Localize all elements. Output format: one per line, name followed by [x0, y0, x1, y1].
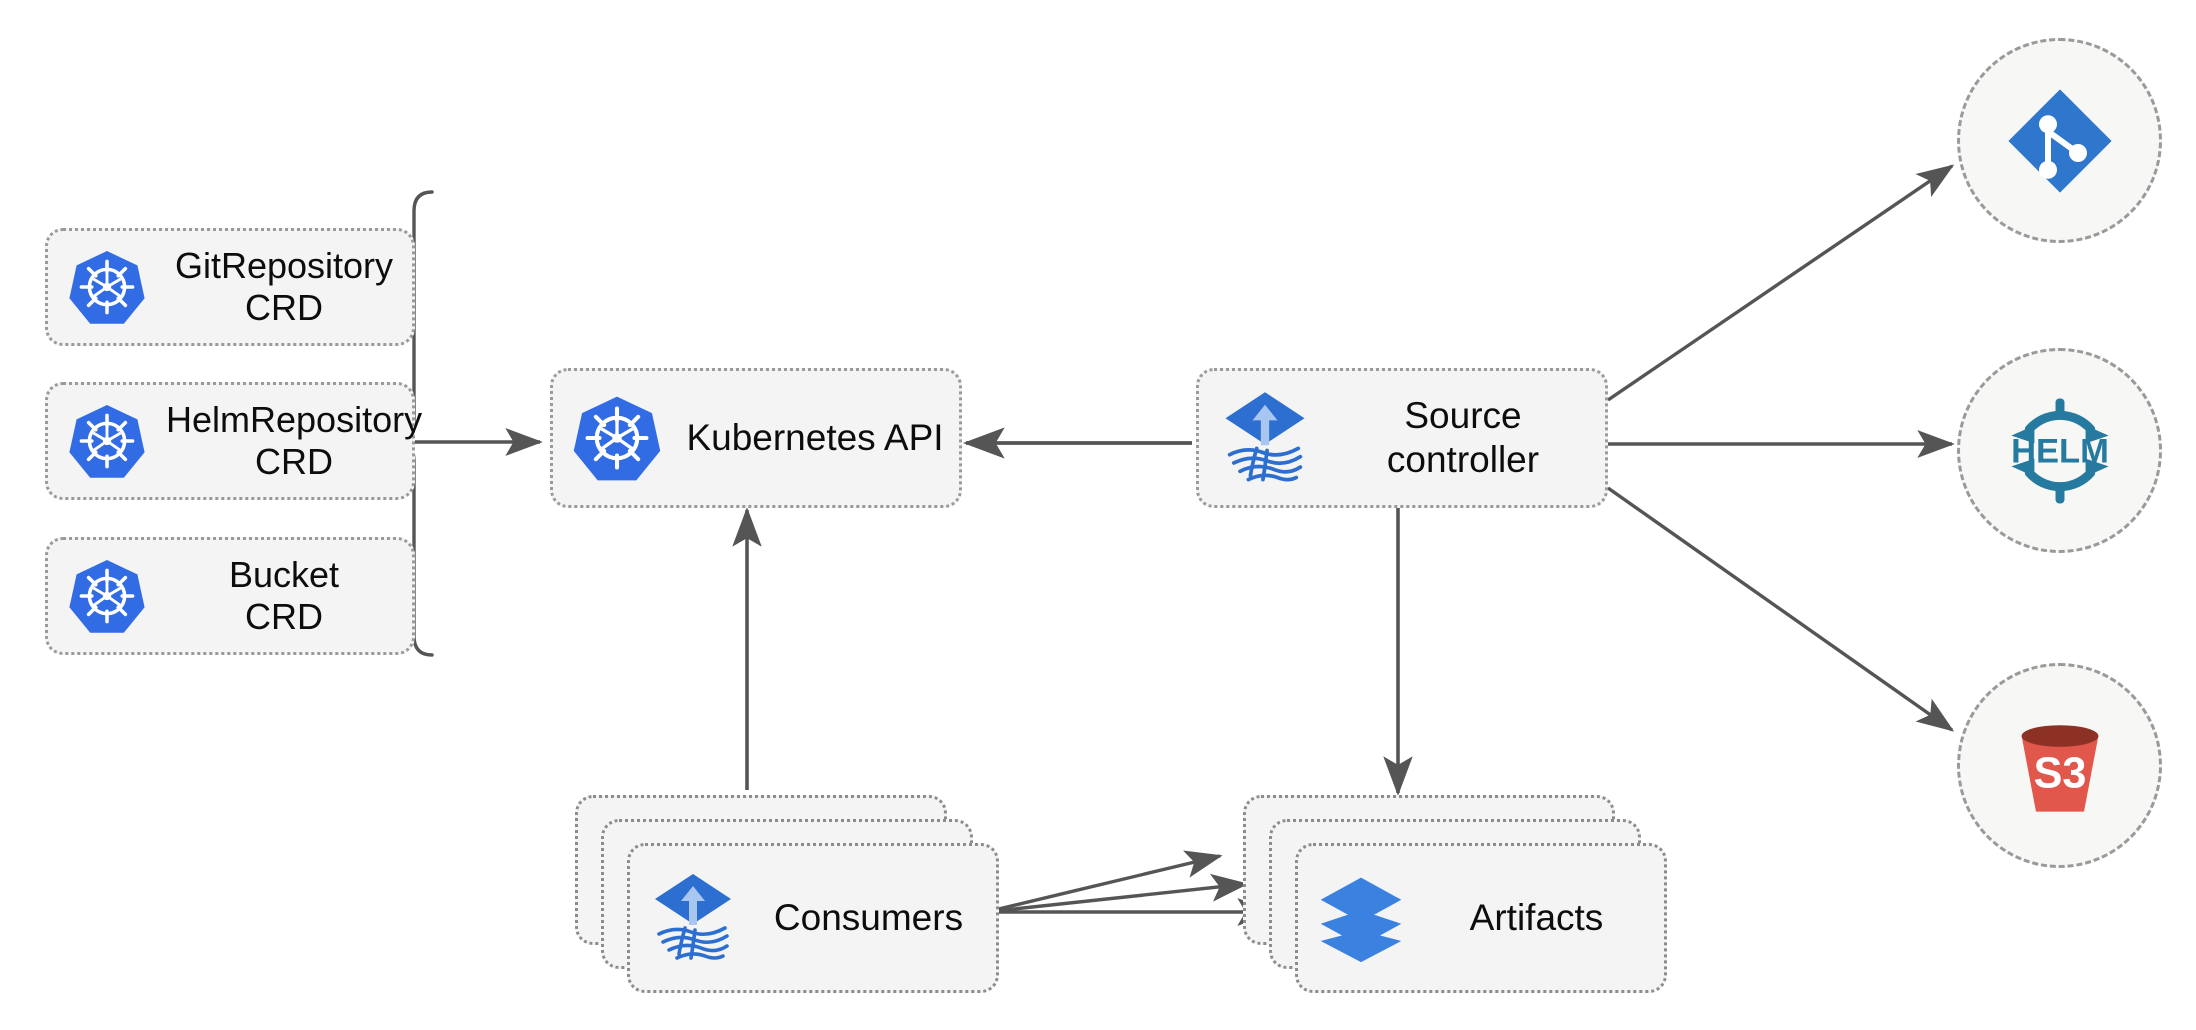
edge-consumers-to-artifacts-2	[985, 873, 1249, 914]
consumers-stack[interactable]: Consumers	[575, 795, 999, 995]
kubernetes-icon	[48, 401, 166, 481]
kubernetes-api-label: Kubernetes API	[686, 417, 944, 459]
s3-label: S3	[2033, 749, 2086, 797]
crd-box-helmrepository[interactable]: HelmRepository CRD	[45, 382, 422, 500]
artifacts-label: Artifacts	[1469, 897, 1604, 938]
crd-label: GitRepository CRD	[174, 244, 394, 328]
s3-bucket-icon: S3	[2021, 724, 2098, 812]
kubernetes-icon	[553, 392, 681, 484]
git-icon	[2007, 88, 2112, 193]
edge-controller-to-git	[1607, 164, 1955, 402]
source-circle-s3[interactable]: S3	[1957, 663, 2162, 868]
kubernetes-icon	[48, 247, 166, 327]
helm-icon: HELM	[2011, 398, 2109, 503]
edge-consumers-to-artifacts-1	[985, 850, 1223, 914]
consumers-label: Consumers	[773, 897, 964, 938]
source-circle-helm[interactable]: HELM	[1957, 348, 2162, 553]
consumers-layer-front[interactable]: Consumers	[627, 843, 999, 993]
layers-icon	[1298, 870, 1423, 966]
flux-icon	[1199, 386, 1331, 490]
edge-controller-to-s3	[1607, 486, 1955, 732]
artifacts-stack[interactable]: Artifacts	[1243, 795, 1667, 995]
kubernetes-api-node[interactable]: Kubernetes API	[550, 368, 962, 508]
crd-label: HelmRepository CRD	[166, 398, 423, 482]
flux-icon	[630, 868, 755, 968]
source-circle-git[interactable]	[1957, 38, 2162, 243]
crd-box-gitrepository[interactable]: GitRepository CRD	[45, 228, 415, 346]
kubernetes-icon	[48, 556, 166, 636]
crd-label: Bucket CRD	[228, 553, 340, 637]
crd-box-bucket[interactable]: Bucket CRD	[45, 537, 415, 655]
artifacts-layer-front[interactable]: Artifacts	[1295, 843, 1667, 993]
helm-label: HELM	[2011, 432, 2109, 470]
source-controller-node[interactable]: Source controller	[1196, 368, 1608, 508]
source-controller-label: Source controller	[1386, 395, 1540, 480]
